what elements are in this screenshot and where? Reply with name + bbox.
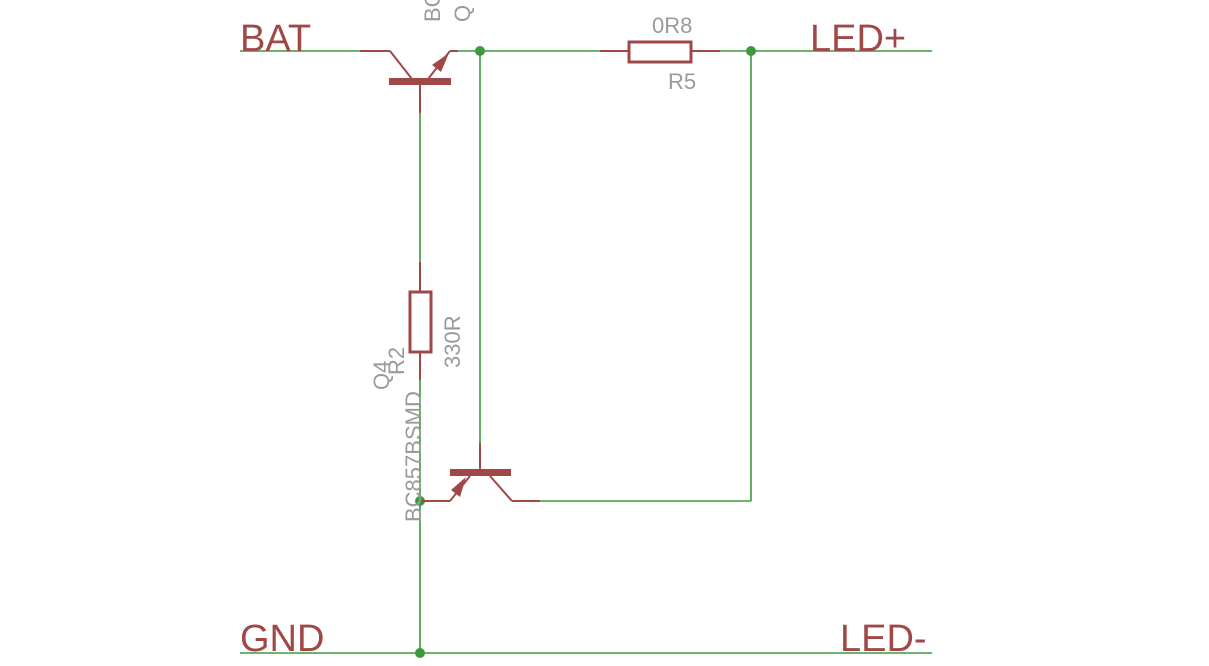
r5-ref-label: R5	[668, 69, 696, 94]
junction-dot	[415, 648, 425, 658]
q4-base-slant	[489, 475, 513, 502]
wires	[240, 50, 932, 654]
q-top-collector-slant	[389, 50, 413, 80]
net-label-bat: BAT	[240, 18, 311, 60]
transistor-q4[interactable]	[420, 443, 540, 502]
junctions	[415, 46, 756, 658]
r2-value-label: 330R	[440, 315, 465, 368]
r2-body	[408, 290, 433, 354]
q4-emitter-arrow-icon	[451, 477, 466, 497]
q4-value-label: BC857BSMD	[401, 391, 426, 522]
q-top-emitter-arrow-icon	[432, 53, 449, 72]
r2-ref-label: R2	[384, 347, 409, 375]
r5-body	[627, 40, 693, 64]
q4-base-bar	[450, 469, 511, 476]
q-top-ref-label: Q	[450, 5, 475, 22]
q-top-value-label: BC	[420, 0, 445, 22]
resistor-r2[interactable]	[408, 262, 433, 380]
junction-dot	[746, 46, 756, 56]
junction-dot	[475, 46, 485, 56]
resistor-r5[interactable]	[600, 40, 720, 64]
net-label-led-minus: LED-	[840, 618, 927, 660]
r5-value-label: 0R8	[652, 13, 692, 38]
q4-ref-label: Q4	[369, 361, 394, 390]
net-label-led-plus: LED+	[810, 18, 906, 60]
transistor-q-top[interactable]	[360, 50, 458, 113]
net-label-gnd: GND	[240, 618, 324, 660]
q-top-base-bar	[389, 78, 451, 85]
